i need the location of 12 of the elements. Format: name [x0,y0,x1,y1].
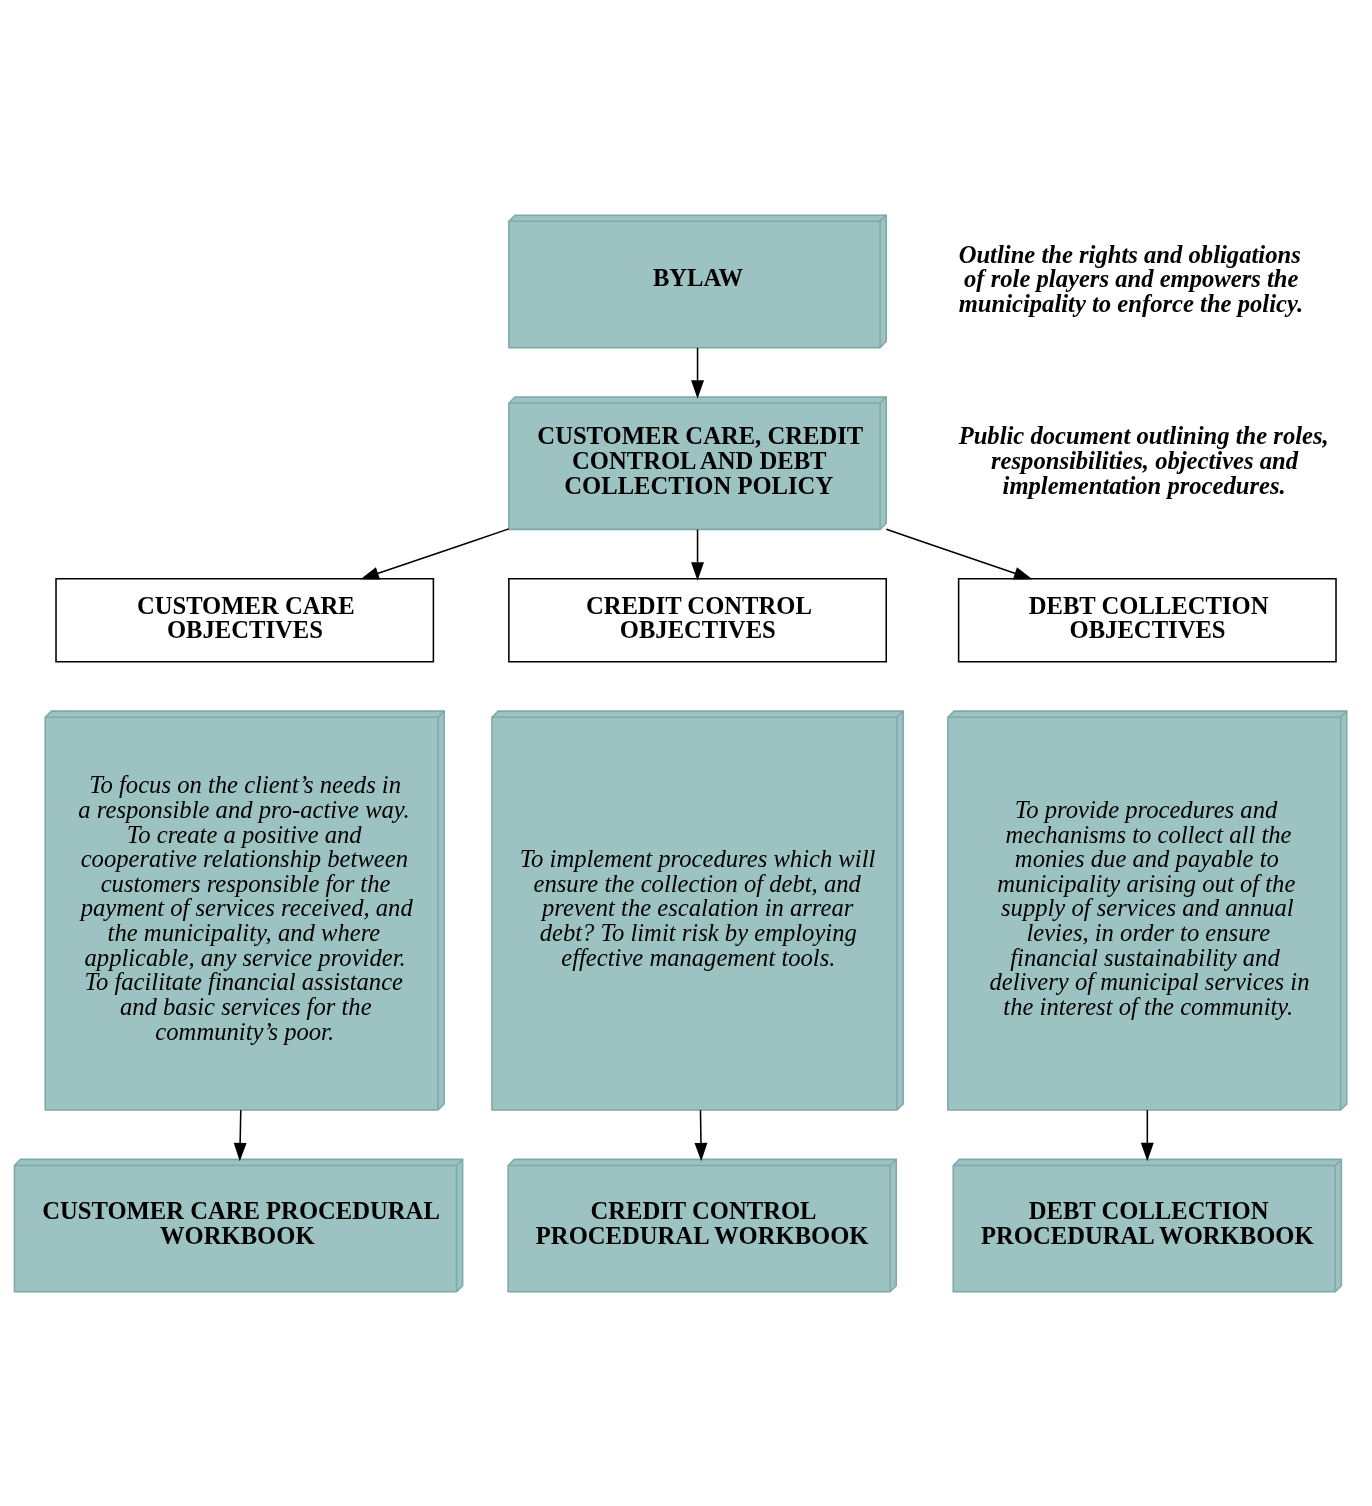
arrow [885,528,1033,579]
label: Public document outlining the roles, responsibilities, objectives and implementation procedures. [958,421,1329,499]
arrow [694,1108,708,1161]
arrow [691,346,705,399]
arrow [691,528,705,581]
arrow [233,1108,247,1161]
arrow [1140,1108,1154,1161]
node-box: CUSTOMER CARE OBJECTIVES [55,577,435,663]
arrow [360,527,510,579]
label: Outline the rights and obligations of role players and empowers the municipality to enforce the policy. [958,240,1304,317]
node-box: DEBT COLLECTION OBJECTIVES [957,577,1337,663]
node-box: CREDIT CONTROL OBJECTIVES [508,577,887,663]
